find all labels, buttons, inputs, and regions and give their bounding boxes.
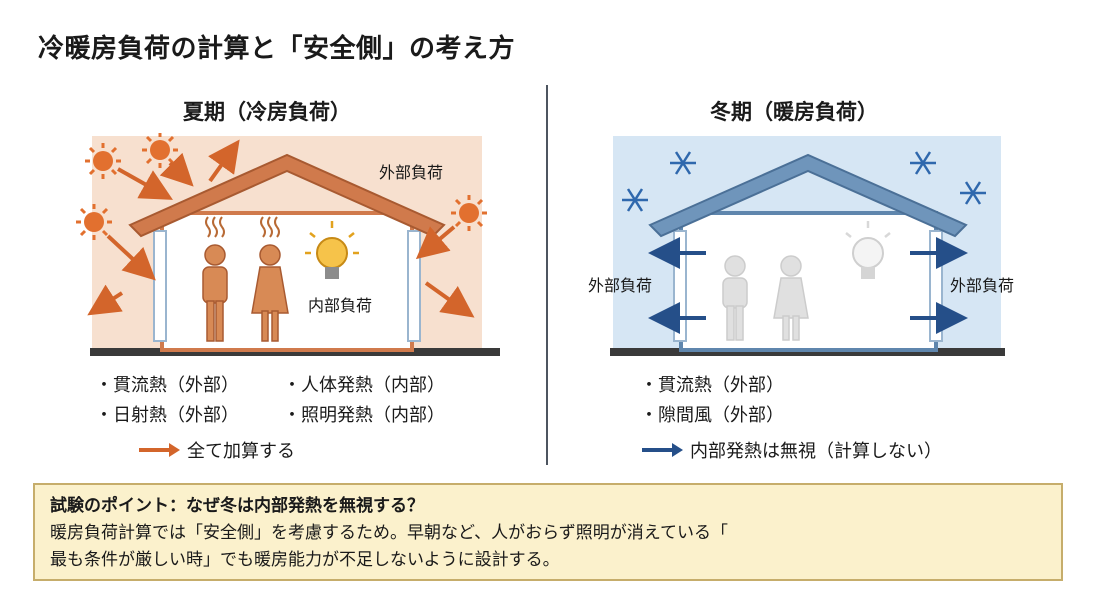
snowflake-icon (670, 151, 696, 175)
summer-left-insulation (153, 230, 167, 342)
panel-divider (546, 85, 548, 465)
winter-summary-text: 内部発熱は無視（計算しない） (690, 441, 942, 462)
light-bulb-icon-off (845, 221, 891, 279)
winter-roof (648, 153, 968, 238)
winter-bullet: ・貫流熱（外部） (640, 375, 784, 396)
summer-bullet: ・照明発熱（内部） (283, 405, 445, 426)
ignore-arrow-icon (642, 443, 683, 457)
exam-point-heading: 試験のポイント：なぜ冬は内部発熱を無視する？ (50, 496, 424, 516)
sun-icon (85, 143, 121, 179)
summer-bullet: ・日射熱（外部） (95, 405, 239, 426)
winter-bullet: ・隙間風（外部） (640, 405, 784, 426)
solar-arrow (106, 234, 156, 281)
summer-bullets: ・貫流熱（外部） ・人体発熱（内部） ・日射熱（外部） ・照明発熱（内部） (95, 371, 445, 431)
woman-icon-faded (773, 255, 809, 341)
page-title: 冷暖房負荷の計算と「安全側」の考え方 (38, 34, 516, 64)
snowflake-icon (622, 188, 648, 212)
winter-right-insulation (929, 230, 943, 342)
solar-arrow (117, 167, 173, 200)
woman-icon (251, 244, 289, 342)
winter-external-label-left: 外部負荷 (588, 276, 652, 295)
summer-internal-label: 内部負荷 (308, 296, 372, 315)
heat-out-arrow (87, 284, 124, 316)
winter-external-label-right: 外部負荷 (950, 276, 1014, 295)
summer-bullet: ・人体発熱（内部） (283, 375, 445, 396)
exam-point-line: 暖房負荷計算では「安全側」を考慮するため。早朝など、人がおらず照明が消えている「 (50, 523, 728, 543)
summer-external-label: 外部負荷 (379, 163, 443, 182)
summer-heading: 夏期（冷房負荷） (183, 100, 351, 124)
solar-arrow (159, 152, 194, 187)
summer-house-walls (160, 211, 414, 352)
winter-left-insulation (673, 230, 687, 342)
summer-right-insulation (407, 230, 421, 342)
winter-heading: 冬期（暖房負荷） (710, 100, 878, 124)
solar-reflect-arrow (208, 139, 240, 183)
winter-bullets: ・貫流熱（外部） ・隙間風（外部） (640, 371, 784, 431)
snowflake-icon (960, 181, 986, 205)
summer-illustration: 外部負荷 内部負荷 (76, 133, 500, 356)
man-icon (202, 244, 228, 342)
summer-bullet: ・貫流熱（外部） (95, 375, 239, 396)
solar-arrow (415, 225, 456, 260)
man-icon-faded (722, 255, 748, 341)
exam-point-line: 最も条件が厳しい時」でも暖房能力が不足しないように設計する。 (50, 550, 560, 570)
summer-summary: 全て加算する (137, 437, 295, 463)
winter-summary: 内部発熱は無視（計算しない） (640, 437, 942, 463)
exam-point-box: 試験のポイント：なぜ冬は内部発熱を無視する？ 暖房負荷計算では「安全側」を考慮す… (33, 483, 1063, 581)
sun-icon (76, 204, 112, 240)
add-arrow-icon (139, 443, 180, 457)
sun-icon (451, 195, 487, 231)
winter-illustration: 外部負荷 外部負荷 (588, 136, 1014, 356)
light-bulb-icon (305, 221, 359, 279)
summer-summary-text: 全て加算する (187, 441, 295, 462)
heat-wave-icon (205, 216, 280, 238)
heat-out-arrow (424, 281, 475, 318)
snowflake-icon (910, 151, 936, 175)
winter-house-walls (679, 211, 938, 352)
